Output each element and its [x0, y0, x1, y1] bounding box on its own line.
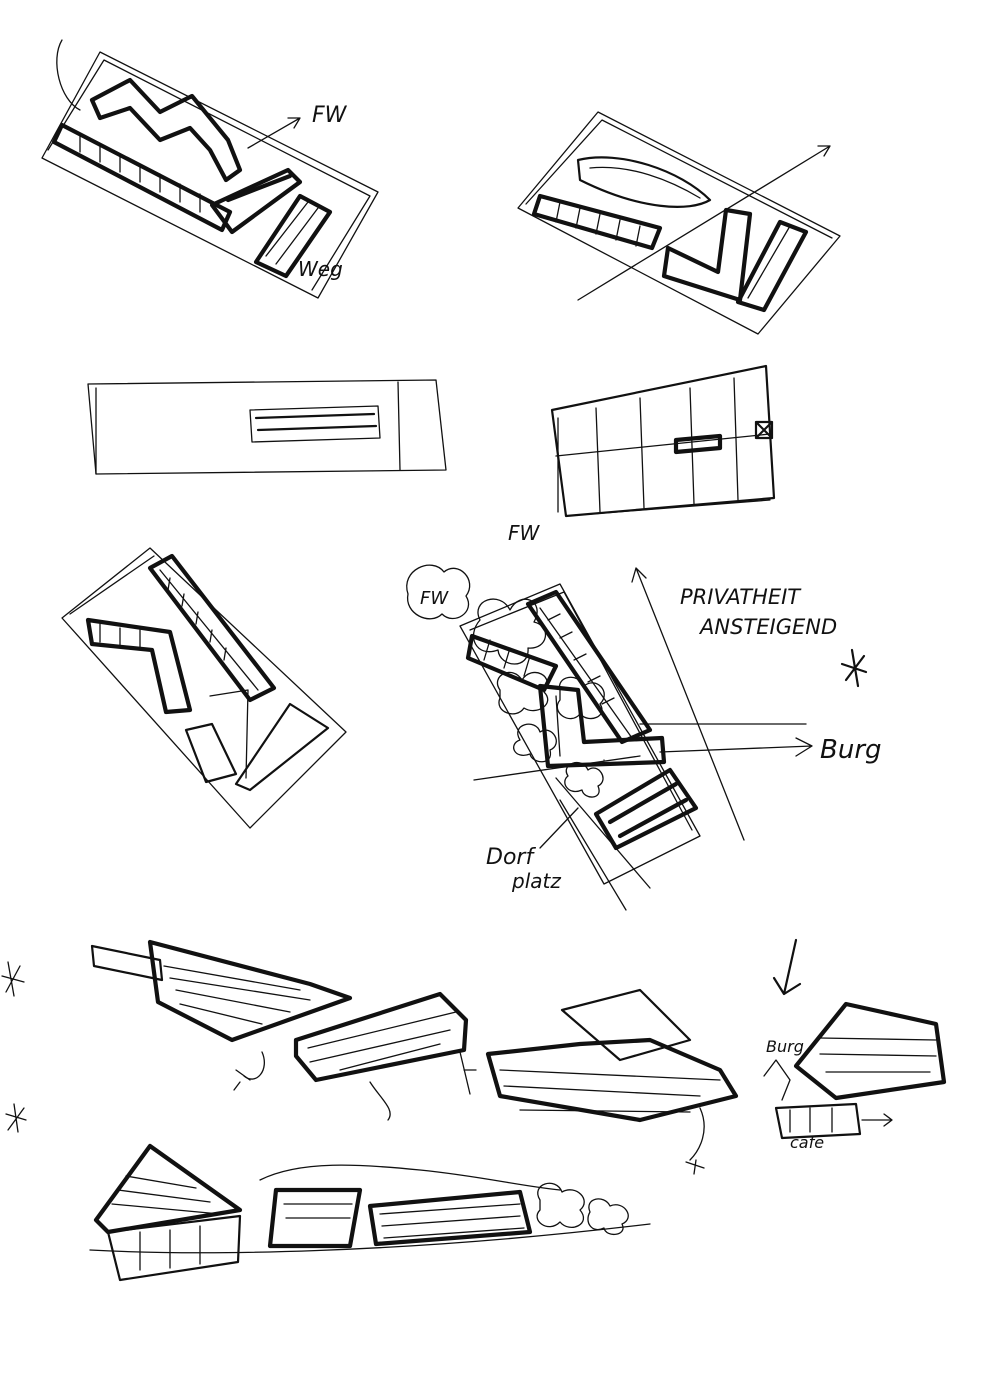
label-weg: Weg [298, 257, 343, 281]
label-ansteigend: ANSTEIGEND [698, 615, 837, 639]
label-fw-left-tree: FW [420, 588, 449, 609]
sketch-facade-elevation [550, 364, 776, 518]
label-fw-top: FW [312, 103, 348, 128]
label-platz: platz [511, 869, 561, 893]
label-burg-elevation: Burg [766, 1037, 804, 1056]
label-fw-middle: FW [508, 521, 541, 545]
sketch-long-section [87, 379, 447, 475]
label-burg-arrow: Burg [820, 735, 882, 765]
sketch-site-plan-3 [61, 547, 347, 829]
asterisk-mark-1-icon [1, 961, 25, 997]
asterisk-mark-2-icon [5, 1103, 27, 1133]
label-privatheit: PRIVATHEIT [680, 585, 802, 609]
sketch-perspective-row-2 [5, 1103, 651, 1282]
label-dorf: Dorf [486, 845, 536, 870]
sketch-site-plan-1: FW Weg [41, 39, 379, 299]
north-asterisk-icon [840, 648, 868, 688]
sketch-perspective-row-1: Burg cafe [1, 938, 947, 1175]
sketch-site-plan-2 [517, 111, 841, 335]
down-arrow-icon [772, 938, 802, 996]
label-cafe: cafe [790, 1133, 824, 1152]
sketch-central-diagram: FW FW Burg PRIVATHEIT ANSTEIGEND Dorf pl… [406, 521, 882, 911]
